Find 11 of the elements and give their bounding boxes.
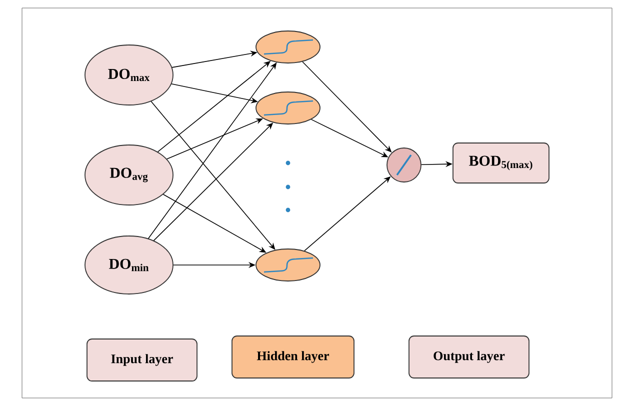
input-neuron: DO$_{max}$ <box>84 44 174 106</box>
label-box: BOD$_{5(max)}$ <box>452 142 550 184</box>
hidden-neuron <box>256 248 320 282</box>
hidden-neuron <box>256 30 320 64</box>
input-neuron: DO$_{min}$ <box>84 236 174 294</box>
label-box: Hidden layer <box>232 336 354 378</box>
output-neuron <box>386 148 422 182</box>
label-box: Input layer <box>86 338 198 382</box>
input-neuron: DO$_{avg}$ <box>84 144 174 206</box>
label-box: Output layer <box>408 336 530 378</box>
hidden-neuron <box>256 92 320 124</box>
